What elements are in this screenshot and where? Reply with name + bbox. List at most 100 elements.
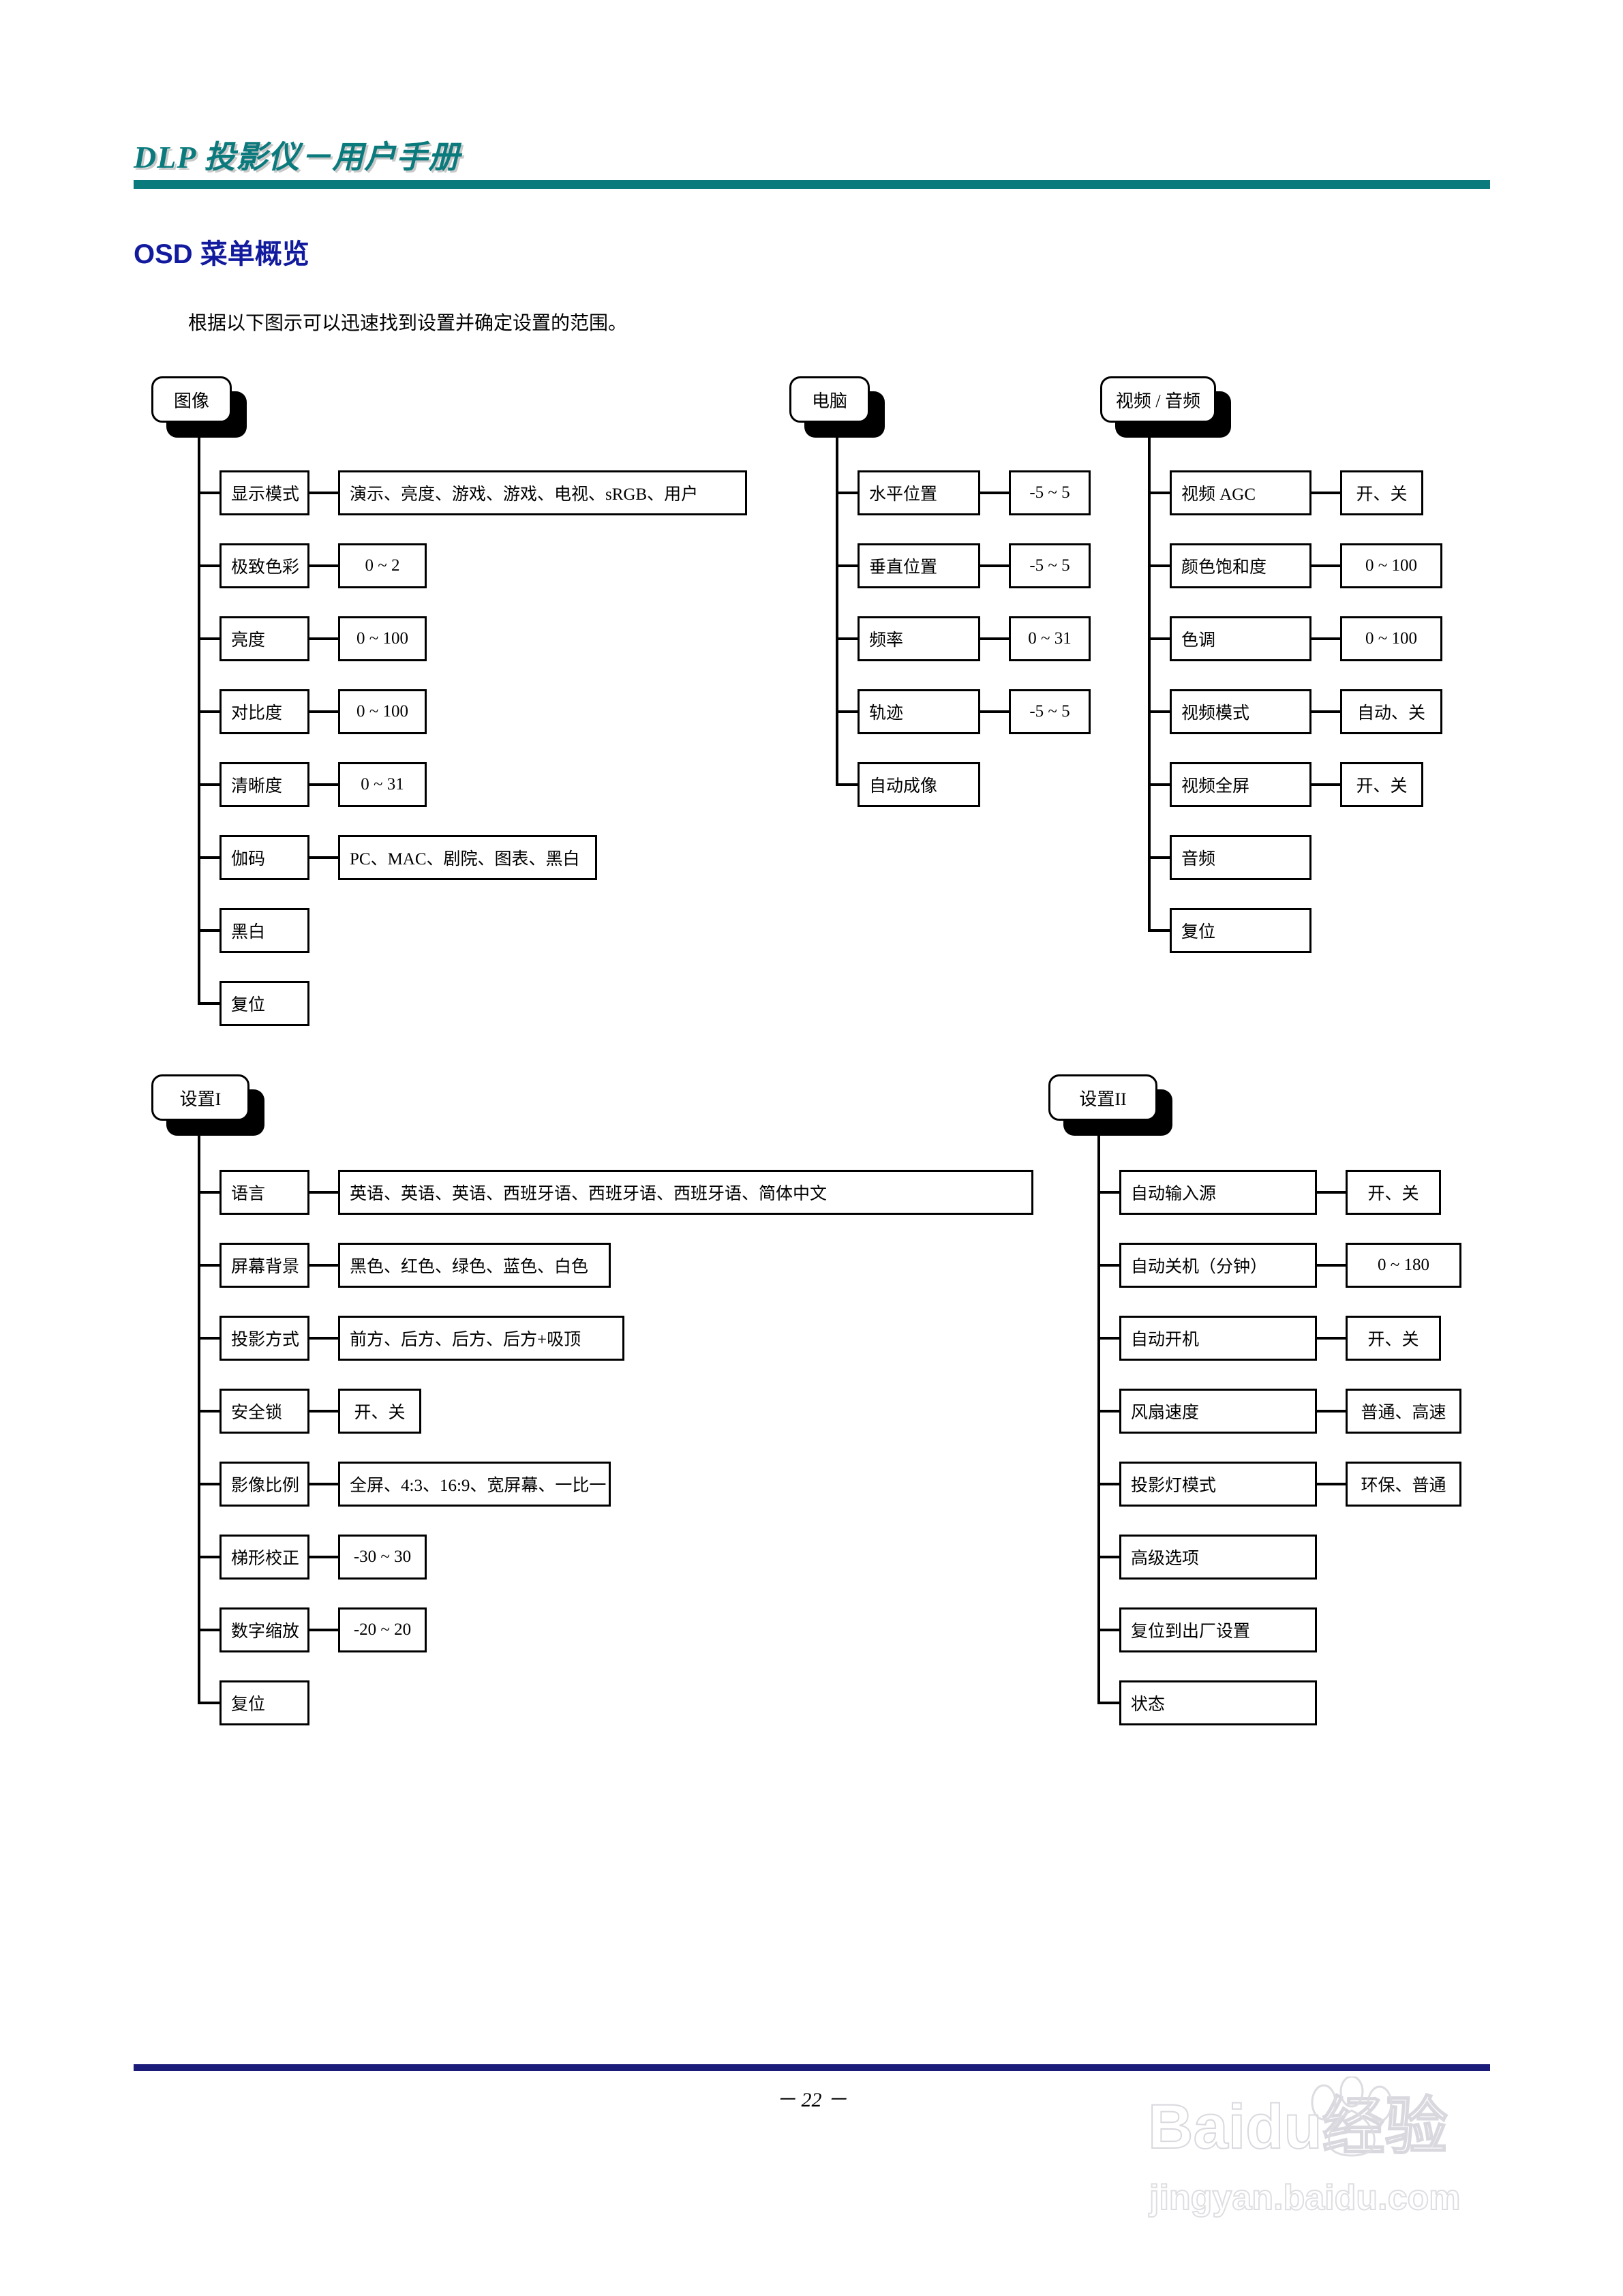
group-5-root-node[interactable]: 设置II xyxy=(1048,1074,1157,1121)
group-3-item-4-label-box[interactable]: 视频模式 xyxy=(1170,689,1311,734)
group-2-item-1-label-box[interactable]: 水平位置 xyxy=(858,470,980,515)
group-5-item-8-label-box[interactable]: 状态 xyxy=(1119,1680,1317,1725)
group-5-item-5-label-box[interactable]: 投影灯模式 xyxy=(1119,1462,1317,1507)
group-2-item-3-label-box[interactable]: 频率 xyxy=(858,616,980,661)
group-2-item-5-label-box[interactable]: 自动成像 xyxy=(858,762,980,807)
group-5-item-4-value-text: 普通、高速 xyxy=(1361,1404,1446,1422)
group-2-item-3-value-box[interactable]: 0 ~ 31 xyxy=(1009,616,1091,661)
group-2-item-2-label-box[interactable]: 垂直位置 xyxy=(858,543,980,588)
group-3-root-node[interactable]: 视频 / 音频 xyxy=(1100,376,1216,423)
group-1-item-8-label-text: 复位 xyxy=(231,996,266,1014)
group-1-item-1-value-connector xyxy=(309,492,338,494)
group-1-item-2-connector xyxy=(198,564,219,567)
group-5-item-3-label-box[interactable]: 自动开机 xyxy=(1119,1316,1317,1361)
group-2-item-4-value-connector xyxy=(980,710,1009,713)
group-3-item-5-label-box[interactable]: 视频全屏 xyxy=(1170,762,1311,807)
group-1-root-node[interactable]: 图像 xyxy=(151,376,232,423)
group-4-item-5-label-box[interactable]: 影像比例 xyxy=(219,1462,309,1507)
group-1-item-2-label-box[interactable]: 极致色彩 xyxy=(219,543,309,588)
group-3-item-1-label-box[interactable]: 视频 AGC xyxy=(1170,470,1311,515)
group-3-item-1-connector xyxy=(1148,492,1170,494)
group-4-item-7-value-box[interactable]: -20 ~ 20 xyxy=(338,1607,427,1652)
group-4-item-2-label-box[interactable]: 屏幕背景 xyxy=(219,1243,309,1288)
group-5-item-2-value-box[interactable]: 0 ~ 180 xyxy=(1346,1243,1461,1288)
group-4-item-2-value-connector xyxy=(309,1264,338,1267)
group-3-item-3-value-box[interactable]: 0 ~ 100 xyxy=(1340,616,1442,661)
group-3-item-4-value-box[interactable]: 自动、关 xyxy=(1340,689,1442,734)
group-2-item-1-label-text: 水平位置 xyxy=(869,485,938,504)
group-3-item-5-value-box[interactable]: 开、关 xyxy=(1340,762,1423,807)
group-5-item-6-label-text: 高级选项 xyxy=(1131,1550,1200,1568)
group-5-item-2-value-connector xyxy=(1317,1264,1346,1267)
group-4-item-5-label-text: 影像比例 xyxy=(231,1477,300,1495)
group-3-root-label: 视频 / 音频 xyxy=(1115,391,1201,411)
group-4-item-5-value-box[interactable]: 全屏、4:3、16:9、宽屏幕、一比一 xyxy=(338,1462,611,1507)
group-3-item-7-label-box[interactable]: 复位 xyxy=(1170,908,1311,953)
group-1-item-5-label-box[interactable]: 清晰度 xyxy=(219,762,309,807)
group-3-item-2-label-box[interactable]: 颜色饱和度 xyxy=(1170,543,1311,588)
group-2-root-node[interactable]: 电脑 xyxy=(789,376,870,423)
group-2-item-4-value-box[interactable]: -5 ~ 5 xyxy=(1009,689,1091,734)
group-1-item-6-value-text: PC、MAC、剧院、图表、黑白 xyxy=(350,850,580,868)
group-3-item-3-label-text: 色调 xyxy=(1181,631,1216,650)
group-2-item-4-label-box[interactable]: 轨迹 xyxy=(858,689,980,734)
group-4-item-6-value-box[interactable]: -30 ~ 30 xyxy=(338,1535,427,1580)
group-5-item-7-label-box[interactable]: 复位到出厂设置 xyxy=(1119,1607,1317,1652)
group-5-item-1-label-box[interactable]: 自动输入源 xyxy=(1119,1170,1317,1215)
group-2-item-1-value-box[interactable]: -5 ~ 5 xyxy=(1009,470,1091,515)
group-2-item-2-value-box[interactable]: -5 ~ 5 xyxy=(1009,543,1091,588)
group-5-item-3-value-text: 开、关 xyxy=(1367,1331,1419,1349)
group-1-item-1-label-text: 显示模式 xyxy=(231,485,300,504)
page-number: － 22 － xyxy=(776,2089,847,2111)
group-4-item-1-value-box[interactable]: 英语、英语、英语、西班牙语、西班牙语、西班牙语、简体中文 xyxy=(338,1170,1033,1215)
group-5-item-1-value-box[interactable]: 开、关 xyxy=(1346,1170,1441,1215)
group-4-item-2-value-box[interactable]: 黑色、红色、绿色、蓝色、白色 xyxy=(338,1243,611,1288)
group-2-item-5-connector xyxy=(836,783,858,786)
group-5-item-6-connector xyxy=(1097,1556,1119,1558)
group-4-item-6-value-text: -30 ~ 30 xyxy=(353,1547,412,1566)
group-4-item-7-label-box[interactable]: 数字缩放 xyxy=(219,1607,309,1652)
group-5-item-4-label-box[interactable]: 风扇速度 xyxy=(1119,1389,1317,1434)
group-1-item-5-value-box[interactable]: 0 ~ 31 xyxy=(338,762,427,807)
group-4-root-node[interactable]: 设置I xyxy=(151,1074,249,1121)
group-5-item-4-value-box[interactable]: 普通、高速 xyxy=(1346,1389,1461,1434)
group-4-trunk-line xyxy=(198,1130,200,1703)
group-1-item-4-connector xyxy=(198,710,219,713)
group-5-item-8-connector xyxy=(1097,1702,1119,1704)
group-1-item-7-label-box[interactable]: 黑白 xyxy=(219,908,309,953)
group-3-item-2-value-box[interactable]: 0 ~ 100 xyxy=(1340,543,1442,588)
group-4-item-1-connector xyxy=(198,1191,219,1194)
group-4-item-3-value-box[interactable]: 前方、后方、后方、后方+吸顶 xyxy=(338,1316,624,1361)
group-4-item-1-label-box[interactable]: 语言 xyxy=(219,1170,309,1215)
group-4-item-6-label-box[interactable]: 梯形校正 xyxy=(219,1535,309,1580)
group-5-item-3-value-box[interactable]: 开、关 xyxy=(1346,1316,1441,1361)
group-3-item-4-value-connector xyxy=(1311,710,1340,713)
group-1-item-6-value-box[interactable]: PC、MAC、剧院、图表、黑白 xyxy=(338,835,597,880)
group-5-item-7-connector xyxy=(1097,1629,1119,1631)
group-3-item-5-value-connector xyxy=(1311,783,1340,786)
group-1-item-8-label-box[interactable]: 复位 xyxy=(219,981,309,1026)
group-4-item-6-label-text: 梯形校正 xyxy=(231,1550,300,1568)
group-3-item-6-label-box[interactable]: 音频 xyxy=(1170,835,1311,880)
group-4-item-8-label-box[interactable]: 复位 xyxy=(219,1680,309,1725)
group-4-item-4-value-box[interactable]: 开、关 xyxy=(338,1389,421,1434)
group-5-item-5-value-box[interactable]: 环保、普通 xyxy=(1346,1462,1461,1507)
group-1-item-3-value-box[interactable]: 0 ~ 100 xyxy=(338,616,427,661)
group-1-item-3-label-box[interactable]: 亮度 xyxy=(219,616,309,661)
group-1-item-1-label-box[interactable]: 显示模式 xyxy=(219,470,309,515)
group-1-item-6-label-box[interactable]: 伽码 xyxy=(219,835,309,880)
group-5-item-6-label-box[interactable]: 高级选项 xyxy=(1119,1535,1317,1580)
group-4-item-1-label-text: 语言 xyxy=(231,1185,266,1203)
group-1-item-4-label-box[interactable]: 对比度 xyxy=(219,689,309,734)
group-5-item-2-label-box[interactable]: 自动关机（分钟） xyxy=(1119,1243,1317,1288)
group-4-item-3-label-box[interactable]: 投影方式 xyxy=(219,1316,309,1361)
group-3-item-1-value-connector xyxy=(1311,492,1340,494)
group-3-item-3-label-box[interactable]: 色调 xyxy=(1170,616,1311,661)
group-1-item-1-value-box[interactable]: 演示、亮度、游戏、游戏、电视、sRGB、用户 xyxy=(338,470,747,515)
group-4-item-4-value-text: 开、关 xyxy=(354,1404,406,1422)
group-3-item-1-value-box[interactable]: 开、关 xyxy=(1340,470,1423,515)
group-1-item-2-value-box[interactable]: 0 ~ 2 xyxy=(338,543,427,588)
group-3-item-2-value-text: 0 ~ 100 xyxy=(1365,556,1418,575)
group-4-item-4-label-box[interactable]: 安全锁 xyxy=(219,1389,309,1434)
group-1-item-4-value-box[interactable]: 0 ~ 100 xyxy=(338,689,427,734)
